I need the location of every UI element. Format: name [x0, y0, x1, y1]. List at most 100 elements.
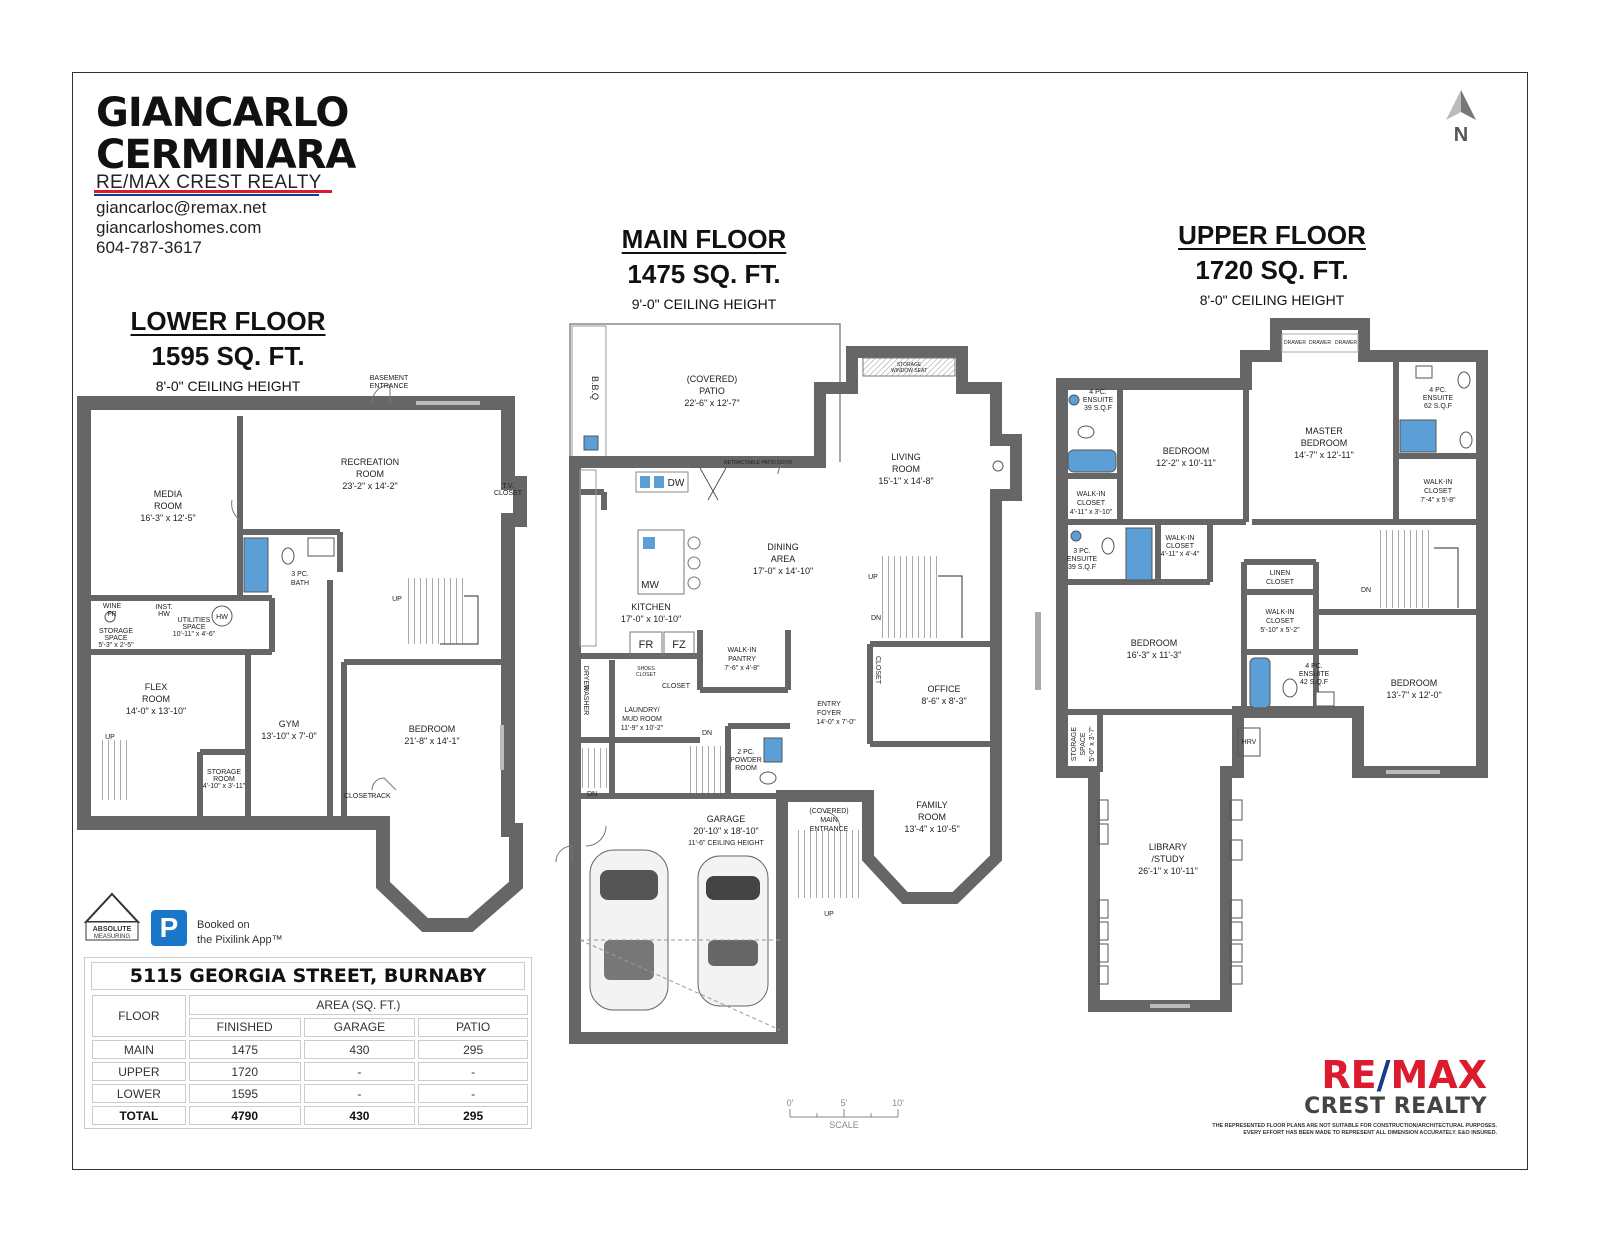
main-closet-label-2: CLOSET — [874, 656, 881, 685]
brand-underline — [94, 190, 332, 193]
wic-1-label: WALK-IN — [1077, 491, 1106, 498]
tv-closet-label: T.V. — [502, 483, 513, 490]
upper-floor-area: 1720 SQ. FT. — [1195, 255, 1349, 285]
main-entrance-label2: MAIN — [820, 817, 838, 824]
inst-label: INST. — [155, 604, 172, 611]
disclaimer-line-2: EVERY EFFORT HAS BEEN MADE TO REPRESENT … — [1243, 1130, 1497, 1136]
wic-4-size: 5'-10" x 5'-2" — [1260, 627, 1300, 634]
wic-4-label2: CLOSET — [1266, 618, 1295, 625]
agent-email[interactable]: giancarloc@remax.net — [96, 198, 267, 217]
lower-floor-plan: MEDIA ROOM 16'-3" x 12'-5" RECREATION RO… — [77, 375, 527, 932]
pantry-size: 7'-6" x 4'-8" — [724, 665, 760, 672]
ensuite-c-label2: ENSUITE — [1299, 671, 1330, 678]
storage-space-label2: SPACE — [104, 635, 128, 642]
absolute-label: ABSOLUTE — [93, 926, 132, 933]
microwave-label: MW — [641, 580, 659, 591]
lower-toilet — [281, 547, 295, 565]
master-bedroom-size: 14'-7" x 12'-11" — [1294, 450, 1354, 460]
upper-bedroom-1-name: BEDROOM — [1163, 446, 1210, 456]
lower-floor-area: 1595 SQ. FT. — [151, 341, 305, 371]
flex-room-name2: ROOM — [142, 694, 170, 704]
entry-foyer-label2: FOYER — [817, 710, 841, 717]
ensuite-b-label2: ENSUITE — [1423, 395, 1454, 402]
row-garage: - — [303, 1084, 416, 1103]
brokerage-name: RE/MAX CREST REALTY — [96, 172, 322, 193]
laundry-dn-label: DN — [587, 791, 597, 798]
upper-bedroom-3-size: 13'-7" x 12'-0" — [1386, 690, 1441, 700]
kitchen-size: 17'-0" x 10'-10" — [621, 614, 681, 624]
media-room-name2: ROOM — [154, 501, 182, 511]
lower-shower — [243, 537, 269, 593]
shoes-closet-label: SHOES — [637, 666, 655, 672]
total-floor: TOTAL — [92, 1106, 186, 1125]
lower-sink — [307, 537, 335, 557]
main-closet-label: CLOSET — [662, 683, 691, 690]
garage-steps — [686, 746, 722, 796]
main-entrance-label3: ENTRANCE — [810, 826, 849, 833]
entry-steps — [794, 830, 864, 898]
flex-room-size: 14'-0" x 13'-10" — [126, 706, 186, 716]
powder-label: 2 PC. — [737, 749, 755, 756]
laundry-label: LAUNDRY/ — [624, 707, 659, 714]
office-size: 8'-6" x 8'-3" — [921, 696, 966, 706]
family-room-size: 13'-4" x 10'-5" — [904, 824, 959, 834]
ensuite-3pc-size: 39 S.Q.F — [1068, 564, 1096, 571]
row-floor: MAIN — [92, 1040, 186, 1059]
total-patio: 295 — [418, 1106, 528, 1125]
ensuite-c-label: 4 PC. — [1305, 663, 1323, 670]
main-floor-ceiling: 9'-0" CEILING HEIGHT — [631, 296, 777, 312]
lower-floor-title: LOWER FLOOR 1595 SQ. FT. 8'-0" CEILING H… — [98, 306, 358, 394]
upper-floor-plan: DRAWER DRAWER DRAWER 4 PC. ENSUITE 39 S.… — [1035, 318, 1488, 1012]
measuring-label: MEASURING — [94, 934, 131, 940]
laundry-label2: MUD ROOM — [622, 716, 662, 723]
total-finished: 4790 — [188, 1106, 301, 1125]
pantry-label: WALK-IN — [728, 647, 757, 654]
drawers — [1281, 333, 1359, 353]
library-name2: /STUDY — [1151, 854, 1184, 864]
wic-3-size: 4'-11" x 4'-4" — [1161, 551, 1200, 558]
shoes-closet-label2: CLOSET — [636, 672, 656, 678]
disclaimer-line-1: THE REPRESENTED FLOOR PLANS ARE NOT SUIT… — [1212, 1123, 1497, 1129]
agent-website[interactable]: giancarloshomes.com — [96, 218, 262, 237]
main-up-label: UP — [868, 574, 878, 581]
storage-seat-label2: WINDOW SEAT — [891, 368, 927, 374]
remax-logo-max: MAX — [1390, 1053, 1487, 1097]
upper-dn-label: DN — [1361, 587, 1371, 594]
row-patio: - — [418, 1062, 528, 1081]
drawer-label-2: DRAWER — [1309, 340, 1331, 346]
north-arrow-icon: N — [1446, 90, 1476, 146]
row-patio: - — [418, 1084, 528, 1103]
inst-label2: HW — [158, 611, 170, 618]
laundry-size: 11'-9" x 10'-2" — [621, 725, 664, 732]
col-finished: FINISHED — [188, 1017, 301, 1037]
upper-stairs — [1380, 530, 1434, 608]
agent-phone: 604-787-3617 — [96, 238, 202, 257]
scale-label: SCALE — [829, 1120, 859, 1130]
upper-exterior-wall — [1056, 318, 1488, 1012]
wic-2-size: 7'-4" x 5'-8" — [1420, 497, 1456, 504]
lower-bath-label2: BATH — [291, 580, 309, 587]
gym-size: 13'-10" x 7'-0" — [261, 731, 316, 741]
patio-size: 22'-6" x 12'-7" — [684, 398, 739, 408]
total-garage: 430 — [303, 1106, 416, 1125]
lower-up-label-2: UP — [105, 734, 115, 741]
tv-closet-label2: CLOSET — [494, 490, 523, 497]
dining-area-name2: AREA — [771, 554, 796, 564]
wic-3-label: WALK-IN — [1166, 535, 1195, 542]
wic-3-label2: CLOSET — [1166, 543, 1195, 550]
page-frame — [72, 72, 1528, 1170]
fridge-label: FR — [639, 639, 654, 651]
utilities-label: UTILITIES — [178, 617, 211, 624]
table-row: MAIN 1475 430 295 — [92, 1040, 528, 1059]
ensuite-a-size: 39 S.Q.F — [1084, 405, 1112, 412]
powder-label2: POWDER — [730, 757, 762, 764]
hw-label: HW — [216, 614, 228, 621]
col-garage: GARAGE — [303, 1017, 416, 1037]
kitchen-name: KITCHEN — [631, 602, 671, 612]
lower-stairs-2 — [98, 740, 132, 800]
row-finished: 1475 — [188, 1040, 301, 1059]
hw-tank — [211, 605, 233, 627]
compass-label: N — [1454, 124, 1468, 146]
utilities-label2: SPACE — [182, 624, 206, 631]
